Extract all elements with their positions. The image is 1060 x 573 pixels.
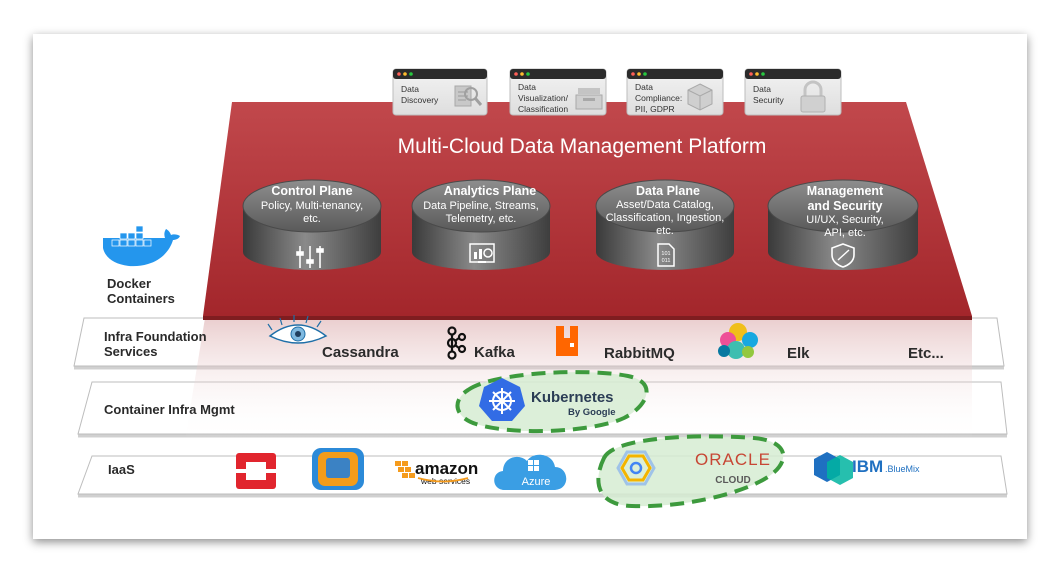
ibm-bluemix-logo: IBM .BlueMix [814,452,920,485]
management-security-cylinder: Management and Security UI/UX, Security,… [767,179,919,270]
plane-title: Management [807,184,884,198]
analytics-plane-cylinder: Analytics Plane Data Pipeline, Streams, … [411,179,551,270]
kafka-label: Kafka [474,344,516,361]
azure-label: Azure [522,476,551,488]
plane-title: and Security [807,199,882,213]
plane-title: Data Plane [636,184,700,198]
shield-icon [831,243,855,268]
kubernetes-label: Kubernetes [531,389,614,406]
window-data-discovery: Data Discovery [392,68,488,116]
docker-whale-icon [103,225,180,267]
cassandra-label: Cassandra [322,344,399,361]
plane-subtitle: etc. [656,225,674,237]
cassandra-eye-icon [267,315,328,344]
plane-subtitle: Asset/Data Catalog, [616,199,714,211]
plane-subtitle: Policy, Multi-tenancy, [261,200,363,212]
rabbitmq-label: RabbitMQ [604,345,675,362]
plane-subtitle: Telemetry, etc. [446,213,517,225]
elk-label: Elk [787,345,810,362]
window-line3: PII, GDPR [635,104,675,114]
azure-cloud-icon: Azure [494,454,567,490]
container-layer-label: Container Infra Mgmt [104,402,235,417]
window-line1: Data [401,84,419,94]
plane-title: Analytics Plane [444,184,536,198]
data-plane-cylinder: Data Plane Asset/Data Catalog, Classific… [595,179,735,270]
plane-title: Control Plane [271,184,352,198]
svg-text:101: 101 [661,251,670,257]
ibm-label: IBM [852,457,883,476]
amazon-web-services-logo: amazon web services [395,459,478,486]
docker-label: Docker [107,276,151,291]
platform-edge [203,316,972,320]
amazon-label: amazon [415,459,478,478]
dashboard-icon [469,243,495,263]
window-data-security: Data Security [744,68,842,116]
sliders-icon [296,246,324,268]
oracle-label: ORACLE [695,450,771,469]
window-line3: Classification [518,104,568,114]
binary-file-icon: 101 011 [657,243,675,267]
window-line2: Security [753,95,784,105]
window-data-compliance: Data Compliance: PII, GDPR [626,68,724,116]
magnifier-document-icon [454,85,483,107]
infra-layer-label: Services [104,344,158,359]
window-line1: Data [753,84,771,94]
window-line2: Visualization/ [518,93,569,103]
infra-layer-label: Infra Foundation [104,329,207,344]
window-line1: Data [518,82,536,92]
window-line1: Data [635,82,653,92]
kafka-icon [446,326,467,360]
kubernetes-by-label: By Google [568,407,616,418]
kubernetes-icon [479,378,525,421]
control-plane-cylinder: Control Plane Policy, Multi-tenancy, etc… [242,179,382,270]
rabbitmq-icon [556,326,578,356]
plane-subtitle: UI/UX, Security, [806,214,883,226]
window-data-visualization: Data Visualization/ Classification [509,68,607,116]
plane-subtitle: Classification, Ingestion, [606,212,725,224]
bluemix-label: .BlueMix [885,464,920,474]
cubes-icon [687,83,713,111]
tray-icon [575,88,603,110]
padlock-icon [800,80,826,113]
elk-icon [718,323,758,359]
etc-label: Etc... [908,345,944,362]
vmware-icon [312,448,364,490]
docker-label: Containers [107,291,175,306]
svg-text:011: 011 [662,258,671,264]
openstack-icon [236,453,276,489]
google-cloud-icon [616,450,656,486]
window-line2: Compliance: [635,93,682,103]
plane-subtitle: etc. [303,213,321,225]
plane-subtitle: Data Pipeline, Streams, [423,200,539,212]
oracle-cloud-label: CLOUD [715,475,751,486]
platform-panel [203,102,972,316]
plane-subtitle: API, etc. [824,227,866,239]
iaas-layer-label: IaaS [108,462,135,477]
platform-title: Multi-Cloud Data Management Platform [398,135,767,158]
window-line2: Discovery [401,95,439,105]
